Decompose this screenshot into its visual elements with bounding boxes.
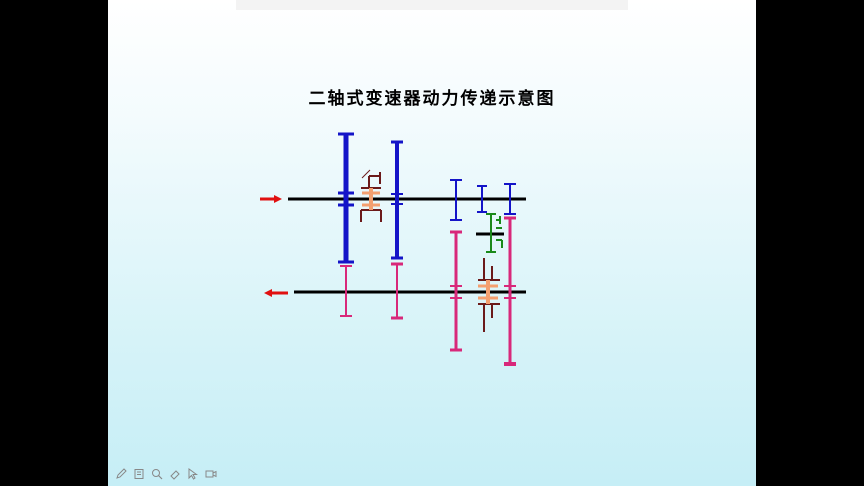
pen-icon[interactable] <box>114 467 128 481</box>
input-gear-2 <box>391 140 403 260</box>
eraser-icon[interactable] <box>168 467 182 481</box>
diagram-title: 二轴式变速器动力传递示意图 <box>308 89 556 109</box>
input-synchronizer <box>360 169 382 222</box>
input-gear-3 <box>450 179 462 221</box>
output-arrow <box>264 289 288 297</box>
input-gear-1 <box>338 132 354 264</box>
notes-icon[interactable] <box>132 467 146 481</box>
pointer-icon[interactable] <box>186 467 200 481</box>
output-gear-3 <box>450 230 462 352</box>
slide-canvas: 二轴式变速器动力传递示意图 <box>108 0 756 486</box>
zoom-icon[interactable] <box>150 467 164 481</box>
output-gear-4 <box>504 216 516 366</box>
transmission-diagram <box>260 132 526 366</box>
reverse-idler-gear <box>486 213 503 253</box>
output-synchronizer <box>478 258 500 332</box>
output-gear-1 <box>340 265 352 317</box>
presentation-toolbar <box>114 466 218 482</box>
input-gear-4 <box>477 185 487 213</box>
input-gear-5 <box>504 183 516 215</box>
slide-top-bar <box>236 0 628 10</box>
input-arrow <box>260 195 282 203</box>
output-gear-2 <box>391 262 403 320</box>
camera-icon[interactable] <box>204 467 218 481</box>
